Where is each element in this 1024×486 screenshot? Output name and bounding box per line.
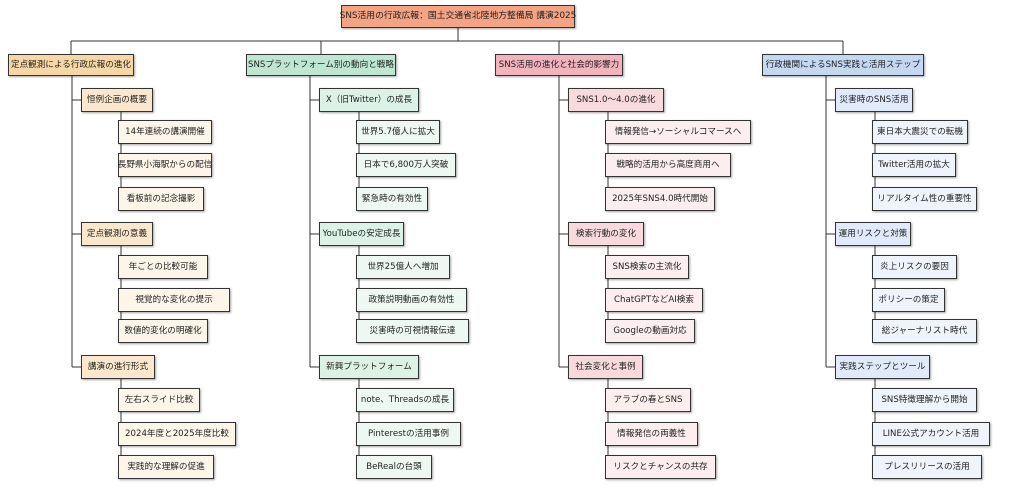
subcategory-node: 新興プラットフォーム — [319, 355, 419, 379]
subcategory-node: 検索行動の変化 — [568, 222, 644, 246]
leaf-node: プレスリリースの活用 — [872, 455, 982, 479]
subcategory-node: 社会変化と事例 — [568, 355, 643, 379]
leaf-node: 左右スライド比較 — [118, 388, 200, 412]
subcategory-node: 実践ステップとツール — [835, 355, 930, 379]
leaf-node: Googleの動画対応 — [605, 319, 695, 343]
leaf-node: リスクとチャンスの共存 — [605, 455, 716, 479]
subcategory-node: 定点観測の意義 — [81, 222, 153, 246]
leaf-node: 数値的変化の明確化 — [118, 319, 208, 343]
leaf-node: アラブの春とSNS — [605, 388, 691, 412]
leaf-node: SNS特徴理解から開始 — [872, 388, 977, 412]
leaf-node: 看板前の記念撮影 — [118, 187, 204, 211]
category-node: SNS活用の進化と社会的影響力 — [495, 54, 623, 76]
leaf-node: LINE公式アカウント活用 — [872, 422, 990, 446]
leaf-node: Twitter活用の拡大 — [872, 153, 956, 177]
leaf-node: 炎上リスクの要因 — [872, 255, 957, 279]
leaf-node: 総ジャーナリスト時代 — [872, 319, 977, 343]
leaf-node: 東日本大震災での転機 — [872, 120, 968, 144]
category-node: 定点観測による行政広報の進化 — [8, 54, 134, 76]
leaf-node: 情報発信→ソーシャルコマースへ — [605, 120, 751, 144]
leaf-node: ChatGPTなどAI検索 — [605, 288, 703, 312]
leaf-node: 戦略的活用から高度商用へ — [605, 153, 731, 177]
leaf-node: 緊急時の有効性 — [356, 187, 428, 211]
root-node: SNS活用の行政広報：国土交通省北陸地方整備局 講演2025 — [340, 5, 576, 28]
subcategory-node: 講演の進行形式 — [81, 355, 155, 379]
subcategory-node: 恒例企画の概要 — [81, 88, 153, 112]
leaf-node: 世界5.7億人に拡大 — [356, 120, 440, 144]
subcategory-node: 災害時のSNS活用 — [835, 88, 913, 112]
leaf-node: 年ごとの比較可能 — [118, 255, 208, 279]
leaf-node: note、Threadsの成長 — [356, 388, 454, 412]
leaf-node: 14年連続の講演開催 — [118, 120, 212, 144]
subcategory-node: YouTubeの安定成長 — [319, 222, 404, 246]
leaf-node: ポリシーの策定 — [872, 288, 945, 312]
leaf-node: 2024年度と2025年度比較 — [118, 422, 236, 446]
subcategory-node: X（旧Twitter）の成長 — [319, 88, 419, 112]
leaf-node: SNS検索の主流化 — [605, 255, 689, 279]
leaf-node: 災害時の可視情報伝達 — [356, 319, 469, 343]
leaf-node: 2025年SNS4.0時代開始 — [605, 187, 715, 211]
subcategory-node: 運用リスクと対策 — [835, 222, 911, 246]
leaf-node: 実践的な理解の促進 — [118, 455, 214, 479]
leaf-node: Pinterestの活用事例 — [356, 422, 461, 446]
leaf-node: 視覚的な変化の提示 — [118, 288, 230, 312]
leaf-node: 政策説明動画の有効性 — [356, 288, 467, 312]
leaf-node: 日本で6,800万人突破 — [356, 153, 456, 177]
leaf-node: BeRealの台頭 — [356, 455, 432, 479]
leaf-node: リアルタイム性の重要性 — [872, 187, 977, 211]
leaf-node: 世界25億人へ増加 — [356, 255, 450, 279]
category-node: SNSプラットフォーム別の動向と戦略 — [246, 54, 396, 76]
leaf-node: 情報発信の両義性 — [605, 422, 698, 446]
category-node: 行政機関によるSNS実践と活用ステップ — [762, 54, 924, 76]
subcategory-node: SNS1.0〜4.0の進化 — [568, 88, 664, 112]
leaf-node: 長野県小海駅からの配信 — [118, 153, 212, 177]
